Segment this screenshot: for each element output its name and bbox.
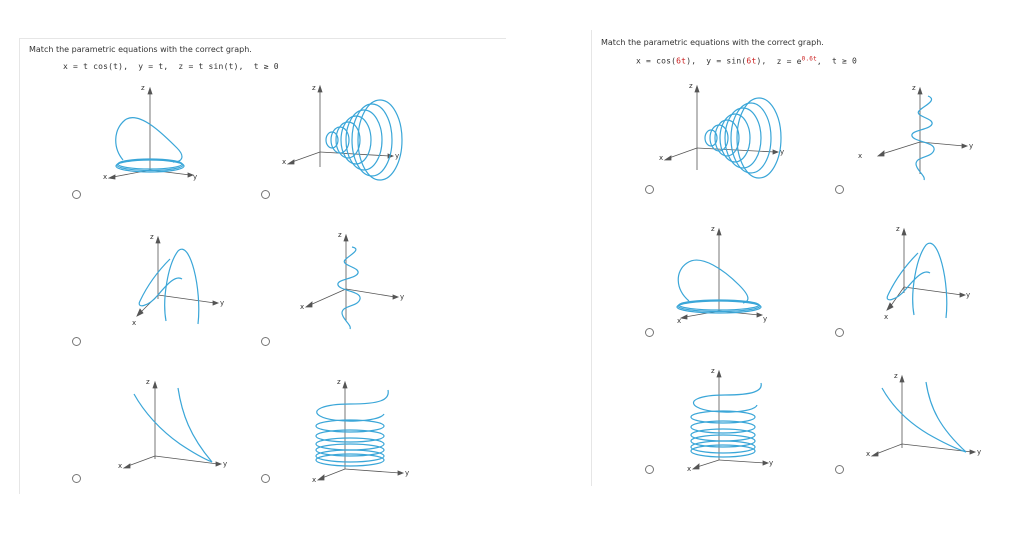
parametric-equations: x = cos(6t), y = sin(6t), z = e0.6t, t ≥…: [636, 55, 857, 66]
eq-condition: t ≥ 0: [253, 62, 279, 71]
axis-label-z: z: [689, 82, 693, 90]
axis-label-x: x: [858, 152, 862, 160]
graph-option-2: z x y: [282, 84, 403, 181]
answer-radio-4[interactable]: [835, 328, 844, 337]
answer-radio-2[interactable]: [835, 185, 844, 194]
axis-label-z: z: [338, 231, 342, 239]
axis-label-y: y: [969, 142, 973, 150]
graph-option-3: z x y: [132, 233, 224, 327]
question-panel-right: Match the parametric equations with the …: [591, 30, 1011, 486]
answer-radio-5[interactable]: [645, 465, 654, 474]
axis-label-y: y: [405, 469, 409, 477]
axis-label-z: z: [894, 372, 898, 380]
answer-radio-5[interactable]: [72, 474, 81, 483]
axis-label-y: y: [966, 291, 970, 299]
graph-option-3: z x y: [676, 225, 767, 325]
graph-option-5: z x y: [118, 378, 227, 470]
graph-option-4: z x y: [884, 225, 970, 321]
axis-label-z: z: [146, 378, 150, 386]
axis-label-x: x: [132, 319, 136, 327]
answer-radio-6[interactable]: [261, 474, 270, 483]
question-panel-left: Match the parametric equations with the …: [19, 38, 506, 494]
axis-label-z: z: [711, 367, 715, 375]
axis-label-x: x: [312, 476, 316, 484]
eq-z: z = e0.6t,: [776, 55, 822, 66]
answer-radio-1[interactable]: [645, 185, 654, 194]
axis-label-x: x: [677, 317, 681, 325]
axis-label-x: x: [659, 154, 663, 162]
axis-label-x: x: [866, 450, 870, 458]
axis-label-x: x: [282, 158, 286, 166]
answer-radio-1[interactable]: [72, 190, 81, 199]
axis-label-z: z: [711, 225, 715, 233]
eq-z: z = t sin(t),: [178, 62, 244, 71]
axis-label-x: x: [687, 465, 691, 473]
graph-option-6: z x y: [866, 372, 981, 458]
question-title: Match the parametric equations with the …: [29, 45, 252, 54]
answer-radio-3[interactable]: [72, 337, 81, 346]
eq-x: x = t cos(t),: [63, 62, 129, 71]
question-title: Match the parametric equations with the …: [601, 38, 824, 47]
eq-condition: t ≥ 0: [831, 56, 858, 66]
answer-radio-3[interactable]: [645, 328, 654, 337]
answer-radio-6[interactable]: [835, 465, 844, 474]
graph-option-4: z x y: [300, 231, 404, 330]
answer-radio-4[interactable]: [261, 337, 270, 346]
graph-option-2: z x y: [858, 84, 973, 181]
axis-label-y: y: [193, 173, 197, 181]
eq-x: x = cos(6t),: [636, 56, 697, 66]
axis-label-y: y: [780, 148, 784, 156]
answer-radio-2[interactable]: [261, 190, 270, 199]
parametric-equations: x = t cos(t), y = t, z = t sin(t), t ≥ 0: [63, 62, 279, 71]
axis-label-z: z: [337, 378, 341, 386]
axis-label-z: z: [150, 233, 154, 241]
axis-label-y: y: [395, 152, 399, 160]
eq-y: y = t,: [138, 62, 169, 71]
axis-label-z: z: [141, 84, 145, 92]
axis-label-z: z: [912, 84, 916, 92]
axis-label-y: y: [769, 459, 773, 467]
graph-option-1: z x y: [103, 84, 197, 181]
graph-option-1: z x y: [659, 82, 784, 179]
axis-label-y: y: [223, 460, 227, 468]
axis-label-x: x: [103, 173, 107, 181]
axis-label-y: y: [977, 448, 981, 456]
axis-label-x: x: [300, 303, 304, 311]
axis-label-x: x: [118, 462, 122, 470]
graph-option-5: z x y: [687, 367, 773, 473]
axis-label-z: z: [312, 84, 316, 92]
axis-label-y: y: [763, 315, 767, 323]
graph-option-6: z x y: [312, 378, 409, 484]
axis-label-y: y: [400, 293, 404, 301]
axis-label-y: y: [220, 299, 224, 307]
axis-label-z: z: [896, 225, 900, 233]
axis-label-x: x: [884, 313, 888, 321]
eq-y: y = sin(6t),: [706, 56, 767, 66]
